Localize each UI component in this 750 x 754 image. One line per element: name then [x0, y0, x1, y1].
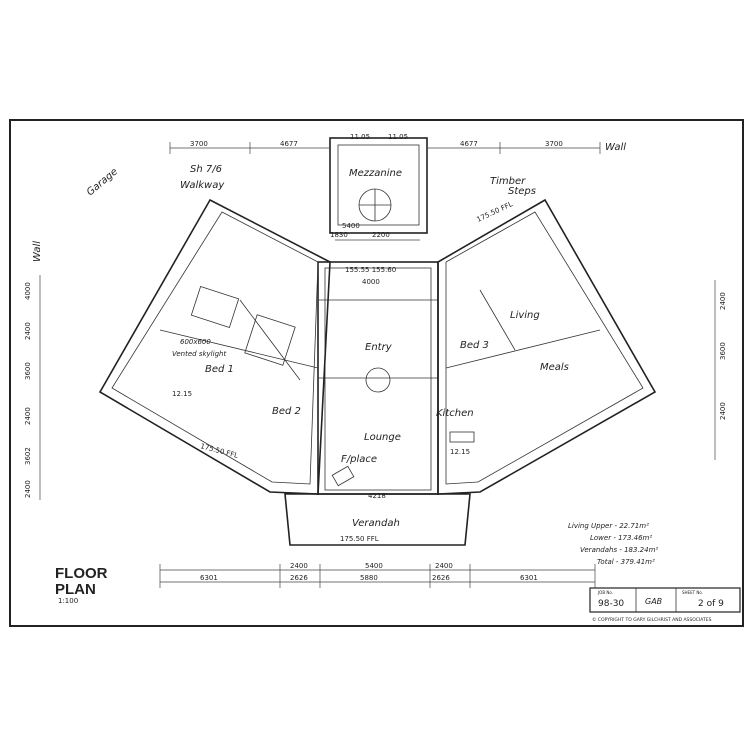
dim-verandah-ffl: 175.50 FFL — [340, 535, 379, 543]
dim-bottom1-2: 5400 — [365, 562, 383, 570]
dim-bed1: 12.15 — [172, 390, 192, 398]
dim-bottom1-1: 2400 — [290, 562, 308, 570]
dim-top-3: 4677 — [460, 140, 478, 148]
plan-title: FLOOR PLAN 1:100 — [55, 565, 108, 605]
title-scale: 1:100 — [58, 597, 78, 605]
title-line2: PLAN — [55, 581, 96, 598]
dim-entry-sub: 155.55 155.60 — [345, 266, 396, 274]
dim-bottom2-4: 2626 — [432, 574, 450, 582]
dim-bottom2-2: 2626 — [290, 574, 308, 582]
dim-right-v3: 2400 — [719, 402, 727, 420]
room-fireplace: F/place — [341, 454, 377, 465]
tb-sheet-no: 2 of 9 — [698, 599, 724, 609]
dim-right-v1: 2400 — [719, 292, 727, 310]
dim-mezz-bottom: 5400 — [342, 222, 360, 230]
tb-job-no: 98-30 — [598, 599, 624, 609]
dim-bottom1-3: 2400 — [435, 562, 453, 570]
dim-left-v3: 3600 — [24, 362, 32, 380]
dim-kitchen: 12.15 — [450, 448, 470, 456]
areas-lower: Lower - 173.46m² — [590, 534, 652, 542]
dim-left-v2: 2400 — [24, 322, 32, 340]
title-block: JOB No. 98-30 GAB SHEET No. 2 of 9 © COP… — [589, 587, 741, 623]
label-skylight: Vented skylight — [172, 350, 226, 358]
dim-left-v4: 2400 — [24, 407, 32, 425]
label-steps: Steps — [508, 186, 536, 197]
right-wing: Living Meals Bed 3 Kitchen 12.15 175.50 … — [436, 176, 657, 495]
room-verandah: Verandah — [352, 518, 400, 529]
label-skylight-size: 600x600 — [180, 338, 211, 346]
room-entry: Entry — [365, 342, 393, 353]
dim-bottom2-3: 5880 — [360, 574, 378, 582]
areas-total: Total - 379.41m² — [597, 558, 655, 566]
dim-right-v2: 3600 — [719, 342, 727, 360]
dim-stair-1: 1830 — [330, 231, 348, 239]
areas-upper: Living Upper - 22.71m² — [568, 522, 649, 530]
label-wall-right: Wall — [605, 142, 626, 153]
top-dimension-row: 3700 4677 4677 3700 Wall — [169, 140, 626, 154]
room-meals: Meals — [540, 362, 569, 373]
dim-left-v5: 3602 — [24, 447, 32, 465]
dim-top-2: 4677 — [280, 140, 298, 148]
dim-mezz-top-1: 11.05 — [350, 133, 370, 141]
dim-left-v6: 2400 — [24, 480, 32, 498]
dim-top-4: 3700 — [545, 140, 563, 148]
sheet-border — [9, 119, 744, 627]
room-walkway: Walkway — [180, 180, 225, 191]
label-wall-left: Wall — [32, 241, 43, 262]
title-line1: FLOOR — [55, 565, 108, 582]
room-bed3: Bed 3 — [460, 340, 489, 351]
dim-stair-2: 2200 — [372, 231, 390, 239]
room-kitchen: Kitchen — [436, 408, 474, 419]
bottom-dimension-rows: 2400 5400 2400 6301 2626 5880 2626 6301 — [159, 562, 596, 588]
dim-bottom2-5: 6301 — [520, 574, 538, 582]
room-living: Living — [510, 310, 540, 321]
verandah: Verandah 175.50 FFL — [284, 493, 471, 546]
mezzanine-block: Mezzanine 11.05 11.05 5400 — [329, 133, 428, 234]
central-block: 1830 2200 155.55 155.60 4000 Entry Loung… — [317, 231, 439, 500]
dim-top-1: 3700 — [190, 140, 208, 148]
dim-left-v1: 4000 — [24, 282, 32, 300]
label-sh: Sh 7/6 — [190, 164, 222, 175]
dim-entry-top: 4000 — [362, 278, 380, 286]
room-bed2: Bed 2 — [272, 406, 301, 417]
dim-mezz-top-2: 11.05 — [388, 133, 408, 141]
room-mezzanine: Mezzanine — [349, 168, 402, 179]
areas-block: Living Upper - 22.71m² Lower - 173.46m² … — [568, 522, 658, 566]
label-timber: Timber — [490, 176, 526, 187]
tb-job-label: JOB No. — [597, 590, 613, 595]
right-annotations: 2400 3600 2400 — [714, 280, 727, 460]
room-lounge: Lounge — [364, 432, 401, 443]
tb-copyright: © COPYRIGHT TO GARY GILCHRIST AND ASSOCI… — [592, 616, 712, 623]
tb-drawn: GAB — [645, 597, 662, 606]
room-bed1: Bed 1 — [205, 364, 234, 375]
tb-sheet-label: SHEET No. — [682, 590, 703, 595]
dim-lounge-w: 4218 — [368, 492, 386, 500]
areas-verandahs: Verandahs - 183.24m² — [580, 546, 658, 554]
dim-bottom2-1: 6301 — [200, 574, 218, 582]
